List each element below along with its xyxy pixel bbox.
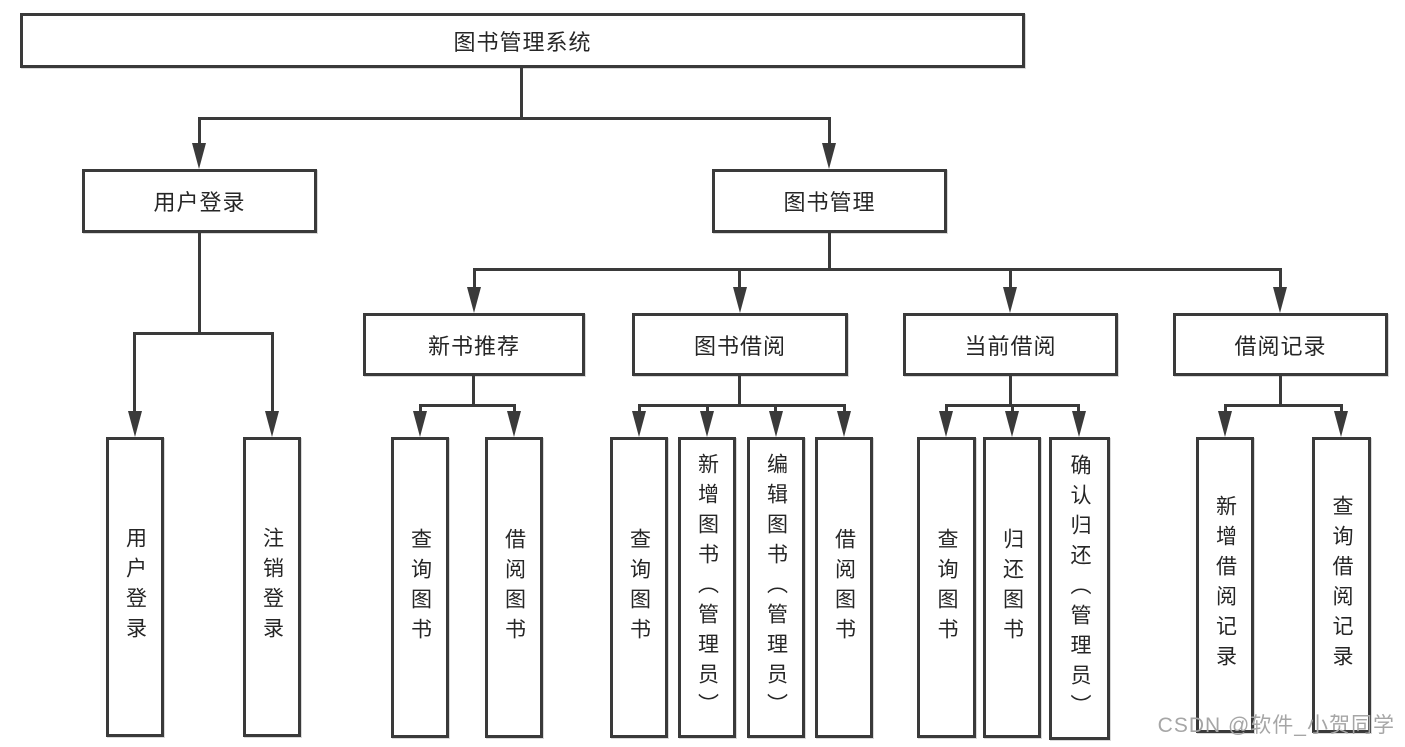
connector-leaf-shaft — [706, 404, 709, 414]
node-current-borrow: 当前借阅 — [903, 313, 1118, 376]
leaf-borrow-books-recommend-label: 借阅图书 — [502, 527, 526, 648]
node-user-login-label: 用户登录 — [153, 190, 246, 215]
node-book-management-label: 图书管理 — [783, 190, 876, 215]
connector-leaf-shaft — [271, 332, 274, 413]
connector-leaf-shaft — [419, 404, 422, 414]
connector-group1-drop — [738, 376, 741, 406]
arrow-down-icon — [1218, 411, 1232, 437]
arrow-down-icon — [1072, 411, 1086, 437]
arrow-down-icon — [1334, 411, 1348, 437]
leaf-logout: 注销登录 — [243, 437, 301, 737]
node-root: 图书管理系统 — [20, 13, 1025, 68]
node-user-login: 用户登录 — [82, 169, 317, 233]
arrow-down-icon — [467, 287, 481, 313]
connector-group3-drop — [1279, 376, 1282, 406]
connector-leaf-shaft — [843, 404, 846, 414]
connector-group2-drop — [1009, 376, 1012, 406]
connector-user-login-drop — [198, 233, 201, 334]
connector-leaf-shaft — [133, 332, 136, 413]
node-new-book-recommend: 新书推荐 — [363, 313, 585, 376]
connector-groups-bus — [473, 268, 1282, 271]
leaf-user-login: 用户登录 — [106, 437, 164, 737]
arrow-down-icon — [632, 411, 646, 437]
leaf-return-book-label: 归还图书 — [1000, 527, 1024, 648]
node-current-borrow-label: 当前借阅 — [964, 333, 1057, 359]
arrow-down-icon — [413, 411, 427, 437]
node-book-borrow-label: 图书借阅 — [693, 333, 786, 359]
leaf-borrow-books-recommend: 借阅图书 — [485, 437, 543, 738]
leaf-query-books-current: 查询图书 — [917, 437, 976, 738]
arrow-down-icon — [265, 411, 279, 437]
leaf-confirm-return-admin-label: 确认归还（管理员） — [1068, 453, 1091, 724]
connector-leaf-shaft — [1077, 404, 1080, 414]
leaf-query-books-borrow-label: 查询图书 — [627, 527, 651, 648]
leaf-add-book-admin-label: 新增图书（管理员） — [695, 452, 719, 723]
connector-leaf-shaft — [1011, 404, 1014, 414]
connector-group-shaft — [1009, 268, 1012, 289]
leaf-query-borrow-record: 查询借阅记录 — [1312, 437, 1371, 733]
leaf-query-borrow-record-label: 查询借阅记录 — [1330, 495, 1353, 675]
connector-user-login-bus — [133, 332, 274, 335]
connector-leaf-shaft — [1340, 404, 1343, 414]
node-root-label: 图书管理系统 — [453, 29, 592, 55]
arrow-down-icon — [507, 411, 521, 437]
connector-leaf-shaft — [774, 404, 777, 414]
arrow-down-icon — [733, 287, 747, 313]
leaf-edit-book-admin-label: 编辑图书（管理员） — [764, 452, 788, 723]
connector-leaf-shaft — [945, 404, 948, 414]
arrow-down-icon — [700, 411, 714, 437]
leaf-borrow-books-label: 借阅图书 — [832, 527, 856, 648]
leaf-edit-book-admin: 编辑图书（管理员） — [747, 437, 805, 738]
connector-book-mgmt-drop — [828, 233, 831, 270]
leaf-add-borrow-record: 新增借阅记录 — [1196, 437, 1254, 733]
connector-group-shaft — [1279, 268, 1282, 289]
leaf-logout-label: 注销登录 — [260, 527, 284, 647]
connector-group-shaft — [738, 268, 741, 289]
connector-book-mgmt-shaft — [828, 117, 831, 145]
arrow-down-icon — [939, 411, 953, 437]
node-book-borrow: 图书借阅 — [632, 313, 848, 376]
leaf-confirm-return-admin: 确认归还（管理员） — [1049, 437, 1110, 740]
leaf-return-book: 归还图书 — [983, 437, 1041, 738]
arrow-down-icon — [192, 143, 206, 169]
arrow-down-icon — [1003, 287, 1017, 313]
watermark: CSDN @软件_小贺同学 — [1157, 714, 1395, 737]
connector-group1-bus — [638, 404, 846, 407]
leaf-query-books-recommend-label: 查询图书 — [408, 527, 432, 648]
arrow-down-icon — [769, 411, 783, 437]
arrow-down-icon — [1005, 411, 1019, 437]
connector-user-login-shaft — [198, 117, 201, 145]
arrow-down-icon — [128, 411, 142, 437]
connector-leaf-shaft — [1224, 404, 1227, 414]
node-book-management: 图书管理 — [712, 169, 947, 233]
connector-leaf-shaft — [513, 404, 516, 414]
node-borrow-records: 借阅记录 — [1173, 313, 1388, 376]
leaf-query-books-current-label: 查询图书 — [935, 527, 958, 648]
connector-group0-bus — [419, 404, 516, 407]
leaf-add-book-admin: 新增图书（管理员） — [678, 437, 736, 738]
node-borrow-records-label: 借阅记录 — [1234, 333, 1327, 359]
connector-group3-bus — [1224, 404, 1343, 407]
arrow-down-icon — [837, 411, 851, 437]
leaf-query-books-recommend: 查询图书 — [391, 437, 449, 738]
connector-root-drop — [520, 67, 523, 118]
connector-group-shaft — [473, 268, 476, 289]
connector-leaf-shaft — [638, 404, 641, 414]
connector-group0-drop — [472, 376, 475, 406]
arrow-down-icon — [1273, 287, 1287, 313]
node-new-book-recommend-label: 新书推荐 — [427, 333, 520, 359]
leaf-user-login-label: 用户登录 — [123, 527, 147, 647]
connector-level2-bus — [198, 117, 831, 120]
leaf-borrow-books: 借阅图书 — [815, 437, 873, 738]
arrow-down-icon — [822, 143, 836, 169]
leaf-add-borrow-record-label: 新增借阅记录 — [1213, 495, 1237, 675]
leaf-query-books-borrow: 查询图书 — [610, 437, 668, 738]
